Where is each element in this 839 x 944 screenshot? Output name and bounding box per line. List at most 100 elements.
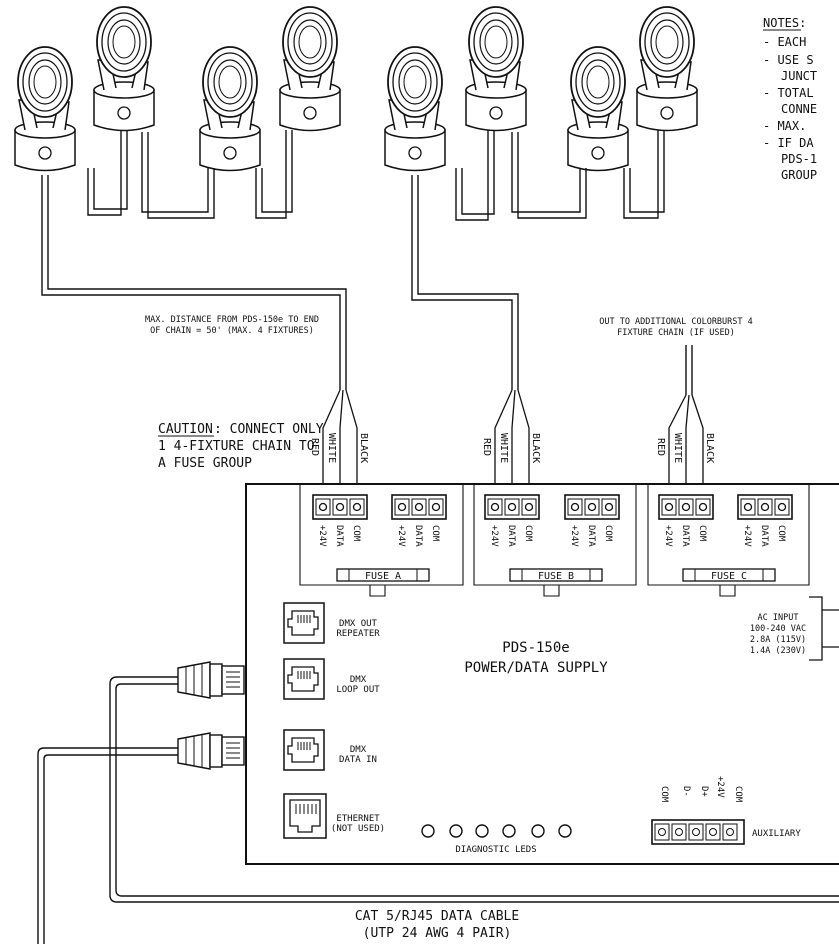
auxiliary-terminal-block	[651, 819, 745, 845]
ac-input-voltage: 100-240 VAC	[750, 624, 806, 634]
note-line: JUNCT	[781, 69, 817, 83]
terminal-label: +24V	[396, 525, 406, 547]
terminal-label: DATA	[334, 525, 344, 547]
terminal-label: COM	[523, 525, 533, 542]
ethernet-port	[283, 793, 327, 839]
terminal-label: COM	[776, 525, 786, 542]
port-label: LOOP OUT	[336, 685, 380, 695]
ac-input-label: AC INPUT	[758, 613, 799, 623]
led	[558, 824, 572, 838]
led	[502, 824, 516, 838]
terminal-label: COM	[697, 525, 707, 542]
pds-enclosure	[245, 483, 839, 865]
port-label: REPEATER	[336, 629, 380, 639]
terminal-block-a-out	[312, 494, 368, 520]
device-model: PDS-150e	[502, 640, 569, 656]
rj45-plug-loop-out	[177, 661, 245, 699]
aux-terminal-label: COM	[659, 786, 669, 803]
wire-label-black: BLACK	[704, 433, 715, 463]
port-label: DMX OUT	[339, 619, 378, 629]
terminal-label: COM	[351, 525, 361, 542]
right-chain-note-line1: OUT TO ADDITIONAL COLORBURST 4	[599, 317, 753, 327]
wire-label-white: WHITE	[498, 433, 509, 463]
led	[449, 824, 463, 838]
auxiliary-label: AUXILIARY	[752, 829, 801, 839]
cat5-cables	[37, 676, 839, 944]
diagnostic-leds-label: DIAGNOSTIC LEDS	[455, 845, 536, 855]
note-line: CONNE	[781, 102, 817, 116]
fixture-3	[199, 46, 261, 172]
aux-terminal-label: COM	[733, 786, 743, 803]
fixture-2	[93, 6, 155, 132]
terminal-label: +24V	[489, 525, 499, 547]
fixture-4	[279, 6, 341, 132]
wire-fanout-c	[668, 394, 704, 495]
terminal-label: +24V	[742, 525, 752, 547]
wire-label-black: BLACK	[530, 433, 541, 463]
fixture-7	[567, 46, 629, 172]
fuse-b: FUSE B	[509, 568, 603, 582]
terminal-label: +24V	[663, 525, 673, 547]
terminal-label: COM	[430, 525, 440, 542]
chain-cables	[41, 130, 693, 395]
terminal-block-b-spare	[564, 494, 620, 520]
port-label: DATA IN	[339, 755, 377, 765]
caution-text: 1 4-FIXTURE CHAIN TO	[158, 439, 315, 454]
terminal-label: DATA	[506, 525, 516, 547]
wire-label-white: WHITE	[672, 433, 683, 463]
terminal-block-b-out	[484, 494, 540, 520]
fuse-c: FUSE C	[682, 568, 776, 582]
notes-block: NOTES: - EACH - USE S JUNCT - TOTAL CONN…	[763, 16, 817, 182]
port-label: DMX	[350, 675, 367, 685]
terminal-block-c-out	[658, 494, 714, 520]
port-label: (NOT USED)	[331, 824, 385, 834]
ac-input-current-230: 1.4A (230V)	[750, 646, 806, 656]
right-chain-note-line2: FIXTURE CHAIN (IF USED)	[617, 328, 735, 338]
wire-label-red: RED	[481, 438, 492, 456]
led	[475, 824, 489, 838]
fixture-6	[465, 6, 527, 132]
fuse-a: FUSE A	[336, 568, 430, 582]
wire-label-red: RED	[655, 438, 666, 456]
ac-input-bracket	[809, 596, 839, 661]
fixture-1	[14, 46, 76, 172]
caution-text: : CONNECT ONLY	[214, 422, 324, 437]
terminal-label: DATA	[680, 525, 690, 547]
terminal-block-c-spare	[737, 494, 793, 520]
diagnostic-leds	[421, 824, 572, 838]
dmx-out-repeater-port	[283, 602, 325, 644]
note-line: - USE S	[763, 53, 814, 67]
left-chain-note-line1: MAX. DISTANCE FROM PDS-150e TO END	[145, 315, 319, 325]
led	[421, 824, 435, 838]
note-line: - TOTAL	[763, 86, 814, 100]
wire-fanout-a	[322, 389, 358, 495]
terminal-label: COM	[603, 525, 613, 542]
terminal-label: +24V	[569, 525, 579, 547]
note-line: - EACH	[763, 35, 806, 49]
fuse-a-label: FUSE A	[365, 571, 401, 582]
device-name: POWER/DATA SUPPLY	[464, 660, 608, 676]
fuse-b-label: FUSE B	[538, 571, 574, 582]
fixture-5	[384, 46, 446, 172]
port-label: ETHERNET	[336, 814, 380, 824]
terminal-label: +24V	[317, 525, 327, 547]
fuse-c-label: FUSE C	[711, 571, 747, 582]
terminal-label: DATA	[413, 525, 423, 547]
caution-note: CAUTION : CONNECT ONLY 1 4-FIXTURE CHAIN…	[158, 422, 324, 471]
terminal-label: DATA	[759, 525, 769, 547]
terminal-label: DATA	[586, 525, 596, 547]
wire-fanout-b	[494, 389, 530, 495]
caution-text: A FUSE GROUP	[158, 456, 252, 471]
cable-label-line2: (UTP 24 AWG 4 PAIR)	[363, 926, 512, 941]
port-label: DMX	[350, 745, 367, 755]
aux-terminal-label: D-	[681, 786, 691, 797]
fixture-8	[636, 6, 698, 132]
wire-label-red: RED	[309, 438, 320, 456]
note-line: GROUP	[781, 168, 817, 182]
rj45-plug-data-in	[177, 732, 245, 770]
fuse-group-panels	[299, 484, 810, 597]
ac-input-current-115: 2.8A (115V)	[750, 635, 806, 645]
note-line: - MAX.	[763, 119, 806, 133]
left-chain-note-line2: OF CHAIN = 50' (MAX. 4 FIXTURES)	[150, 326, 314, 336]
